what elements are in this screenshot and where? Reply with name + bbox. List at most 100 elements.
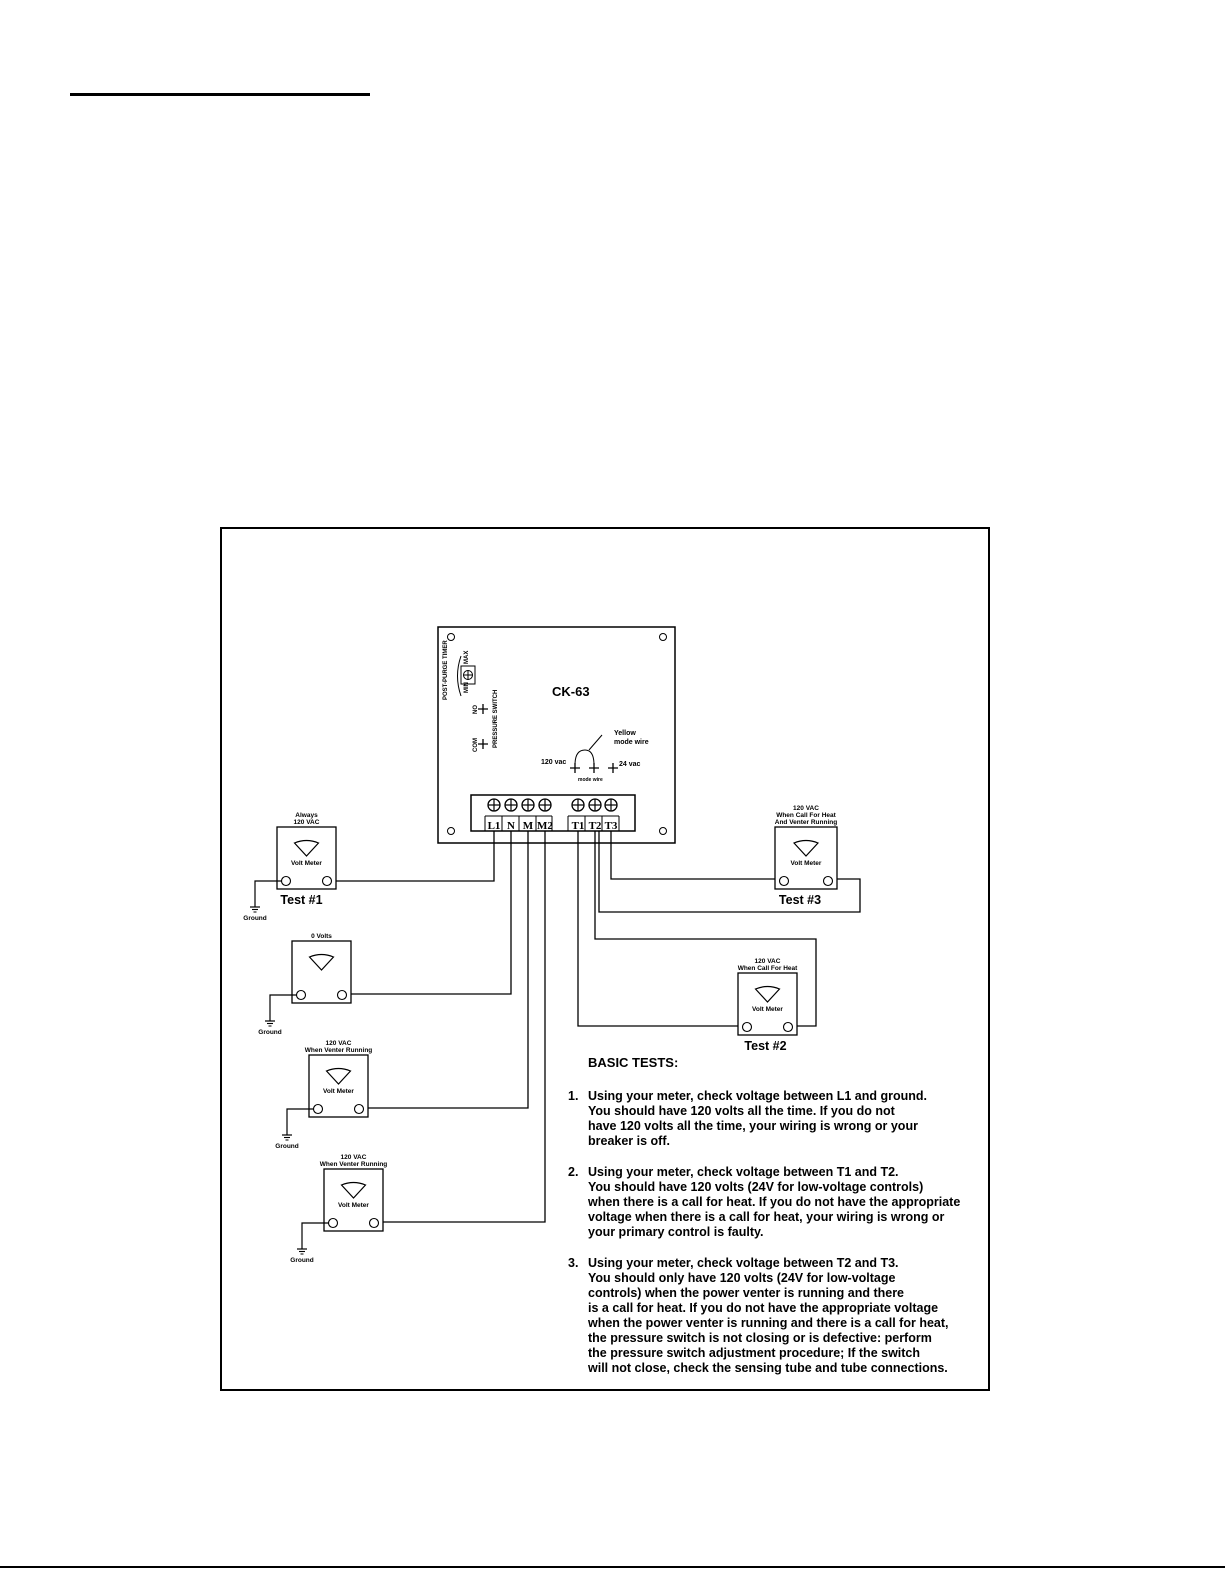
meter-caption: When Call For Heat	[738, 965, 798, 972]
test-item-number: 3.	[568, 1256, 579, 1270]
post-purge-label: POST-PURGE TIMER	[443, 640, 449, 700]
test-item-line: You should have 120 volts (24V for low-v…	[588, 1180, 924, 1194]
terminal-screw-icon	[571, 798, 585, 812]
test-item: 2.Using your meter, check voltage betwee…	[568, 1165, 978, 1240]
terminal-label: N	[507, 820, 515, 832]
meter-jack-icon	[353, 1103, 365, 1115]
meter-face-label: Volt Meter	[291, 860, 322, 867]
wire-t2-test2	[594, 831, 817, 1027]
wire-t2-test3	[598, 831, 861, 913]
header-rule	[70, 93, 370, 96]
mount-hole-icon	[447, 827, 455, 835]
gauge-icon	[340, 1181, 367, 1199]
terminal-label: T3	[605, 820, 618, 832]
meter-caption: 0 Volts	[311, 933, 332, 940]
meter-jack-icon	[295, 989, 307, 1001]
terminal-screw-icon	[588, 798, 602, 812]
meter-face-label: Volt Meter	[323, 1088, 354, 1095]
wire-n	[351, 831, 512, 995]
meter-caption: 120 VAC	[341, 1154, 367, 1161]
terminal-screw-icon	[487, 798, 501, 812]
terminal-label: T2	[589, 820, 602, 832]
ground-symbol-icon	[265, 1020, 275, 1027]
wire-m	[368, 831, 529, 1109]
post-purge-potentiometer: POST-PURGE TIMER MIN MAX	[443, 640, 476, 700]
test-item-line: when there is a call for heat. If you do…	[588, 1195, 961, 1209]
pressure-switch-label: PRESSURE SWITCH	[493, 690, 499, 748]
test-item-line: is a call for heat. If you do not have t…	[588, 1301, 939, 1315]
meter-jack-icon	[368, 1217, 380, 1229]
test-item-line: the pressure switch is not closing or is…	[588, 1331, 932, 1345]
terminal-screw-icon	[604, 798, 618, 812]
test-item: 1.Using your meter, check voltage betwee…	[568, 1089, 978, 1149]
ground-label: Ground	[258, 1029, 281, 1036]
meter-caption: When Venter Running	[320, 1161, 388, 1168]
test-item-number: 1.	[568, 1089, 579, 1103]
meter-caption: 120 VAC	[326, 1040, 352, 1047]
wire-l1	[332, 831, 495, 882]
test-item-line: You should have 120 volts all the time. …	[588, 1104, 895, 1118]
terminal-screw-icon	[538, 798, 552, 812]
terminal-screw-icon	[504, 798, 518, 812]
meter-caption: Always	[295, 812, 318, 819]
mount-hole-icon	[659, 827, 667, 835]
meter-caption: And Venter Running	[775, 819, 838, 826]
terminal-label: M2	[537, 820, 553, 832]
basic-tests-heading: BASIC TESTS:	[588, 1055, 679, 1070]
meter-jack-icon	[327, 1217, 339, 1229]
meter-face-label: Volt Meter	[752, 1006, 783, 1013]
wire-t3	[610, 831, 791, 880]
test-item-line: the pressure switch adjustment procedure…	[588, 1346, 921, 1360]
meter-caption: 120 VAC	[755, 958, 781, 965]
gauge-icon	[792, 839, 820, 857]
board-model-label: CK-63	[552, 684, 590, 699]
ground-label: Ground	[275, 1143, 298, 1150]
meter-jack-icon	[321, 875, 333, 887]
ground-symbol-icon	[282, 1134, 292, 1141]
test-item-line: will not close, check the sensing tube a…	[588, 1361, 948, 1375]
mode-wire-label: mode wire	[578, 777, 603, 783]
meter-jack-icon	[822, 875, 834, 887]
meter-jack-icon	[336, 989, 348, 1001]
terminal-screw-icon	[521, 798, 535, 812]
test-label: Test #1	[280, 893, 322, 907]
pressure-switch-terminals: NO COM PRESSURE SWITCH	[473, 690, 499, 752]
ground-label: Ground	[290, 1257, 313, 1264]
meter-jack-icon	[741, 1021, 753, 1033]
meter-face-label: Volt Meter	[791, 860, 822, 867]
gauge-icon	[754, 985, 781, 1003]
ground-label: Ground	[243, 915, 266, 922]
terminal-label: L1	[488, 820, 501, 832]
test-item-line: your primary control is faulty.	[588, 1225, 764, 1239]
meter-jack-icon	[280, 875, 292, 887]
wire-t1	[577, 831, 744, 1027]
test-item: 3.Using your meter, check voltage betwee…	[568, 1256, 978, 1376]
gauge-icon	[325, 1067, 352, 1085]
diagram-frame	[220, 527, 990, 1391]
meter-jack-icon	[782, 1021, 794, 1033]
yellow-mode-wire-label: mode wire	[614, 739, 649, 746]
switch-no-label: NO	[473, 705, 479, 714]
meter-face-label: Volt Meter	[338, 1202, 369, 1209]
meter-jack-icon	[778, 875, 790, 887]
test-label: Test #3	[779, 893, 821, 907]
meter-caption: When Venter Running	[305, 1047, 373, 1054]
pot-max-label: MAX	[464, 651, 470, 664]
mount-hole-icon	[447, 633, 455, 641]
basic-tests: BASIC TESTS: 1.Using your meter, check v…	[568, 1055, 978, 1392]
pot-min-label: MIN	[464, 682, 470, 693]
ground-symbol-icon	[250, 906, 260, 913]
test-item-line: breaker is off.	[588, 1134, 670, 1148]
test-item-line: controls) when the power venter is runni…	[588, 1286, 905, 1300]
yellow-label: Yellow	[614, 730, 636, 737]
meter-caption: When Call For Heat	[776, 812, 836, 819]
footer-rule	[0, 1566, 1225, 1568]
switch-com-label: COM	[473, 738, 479, 752]
